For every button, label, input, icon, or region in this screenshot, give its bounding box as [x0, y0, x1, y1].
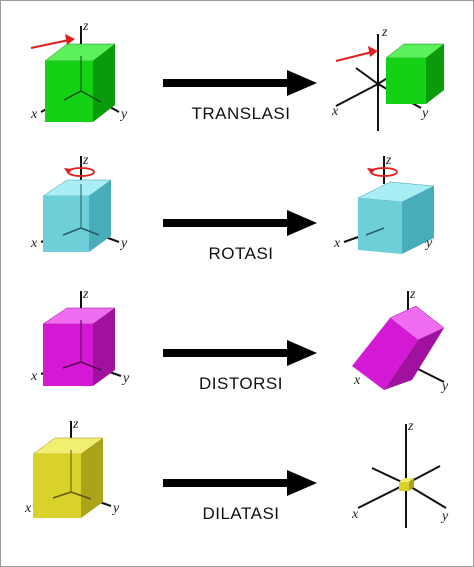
z-axis-label: z [385, 156, 392, 168]
original-yellow-cube: z x y [23, 416, 153, 556]
row-rotasi: z x y ROTASI z x [1, 156, 474, 296]
z-axis-label: z [407, 419, 414, 434]
original-green-cube: z x y [23, 16, 153, 156]
x-axis-label: x [333, 236, 341, 251]
transform-arrow [161, 68, 321, 98]
label-distorsi: DISTORSI [199, 374, 283, 393]
x-axis-label: x [331, 104, 339, 119]
x-axis-label: x [30, 107, 38, 122]
rotated-cyan-cube: z x y [326, 156, 456, 296]
x-axis-label: x [351, 507, 359, 522]
x-axis-label: x [353, 373, 361, 388]
y-axis-label: y [440, 379, 449, 394]
y-axis-label: y [424, 236, 433, 251]
y-axis-label: y [119, 107, 128, 122]
x-axis-label: x [30, 369, 38, 384]
z-axis-label: z [381, 25, 388, 40]
y-axis-label: y [121, 371, 130, 386]
y-axis-label: y [440, 509, 449, 524]
z-axis-label: z [82, 19, 89, 34]
transform-arrow [161, 338, 321, 368]
z-axis-label: z [72, 417, 79, 432]
row-translasi: z x y TRANSLASI [1, 16, 474, 156]
original-cyan-cube: z x y [23, 156, 153, 296]
x-axis-label: x [30, 236, 38, 251]
y-axis-label: y [420, 106, 429, 121]
label-dilatasi: DILATASI [202, 504, 280, 523]
z-axis-label: z [82, 287, 89, 302]
label-rotasi: ROTASI [208, 244, 274, 263]
y-axis-label: y [111, 501, 120, 516]
row-distorsi: z x y DISTORSI z x y [1, 286, 474, 426]
transform-arrow [161, 468, 321, 498]
row-dilatasi: z x y DILATASI z x [1, 416, 474, 556]
dilated-yellow-cube: z x y [326, 416, 456, 556]
transform-arrow [161, 208, 321, 238]
y-axis-label: y [119, 236, 128, 251]
translated-green-cube: z x y [326, 16, 456, 156]
x-axis-label: x [24, 501, 32, 516]
original-magenta-cube: z x y [23, 286, 153, 426]
distorted-magenta-shape: z x y [326, 286, 456, 426]
label-translasi: TRANSLASI [191, 104, 291, 123]
z-axis-label: z [409, 287, 416, 302]
z-axis-label: z [82, 156, 89, 168]
